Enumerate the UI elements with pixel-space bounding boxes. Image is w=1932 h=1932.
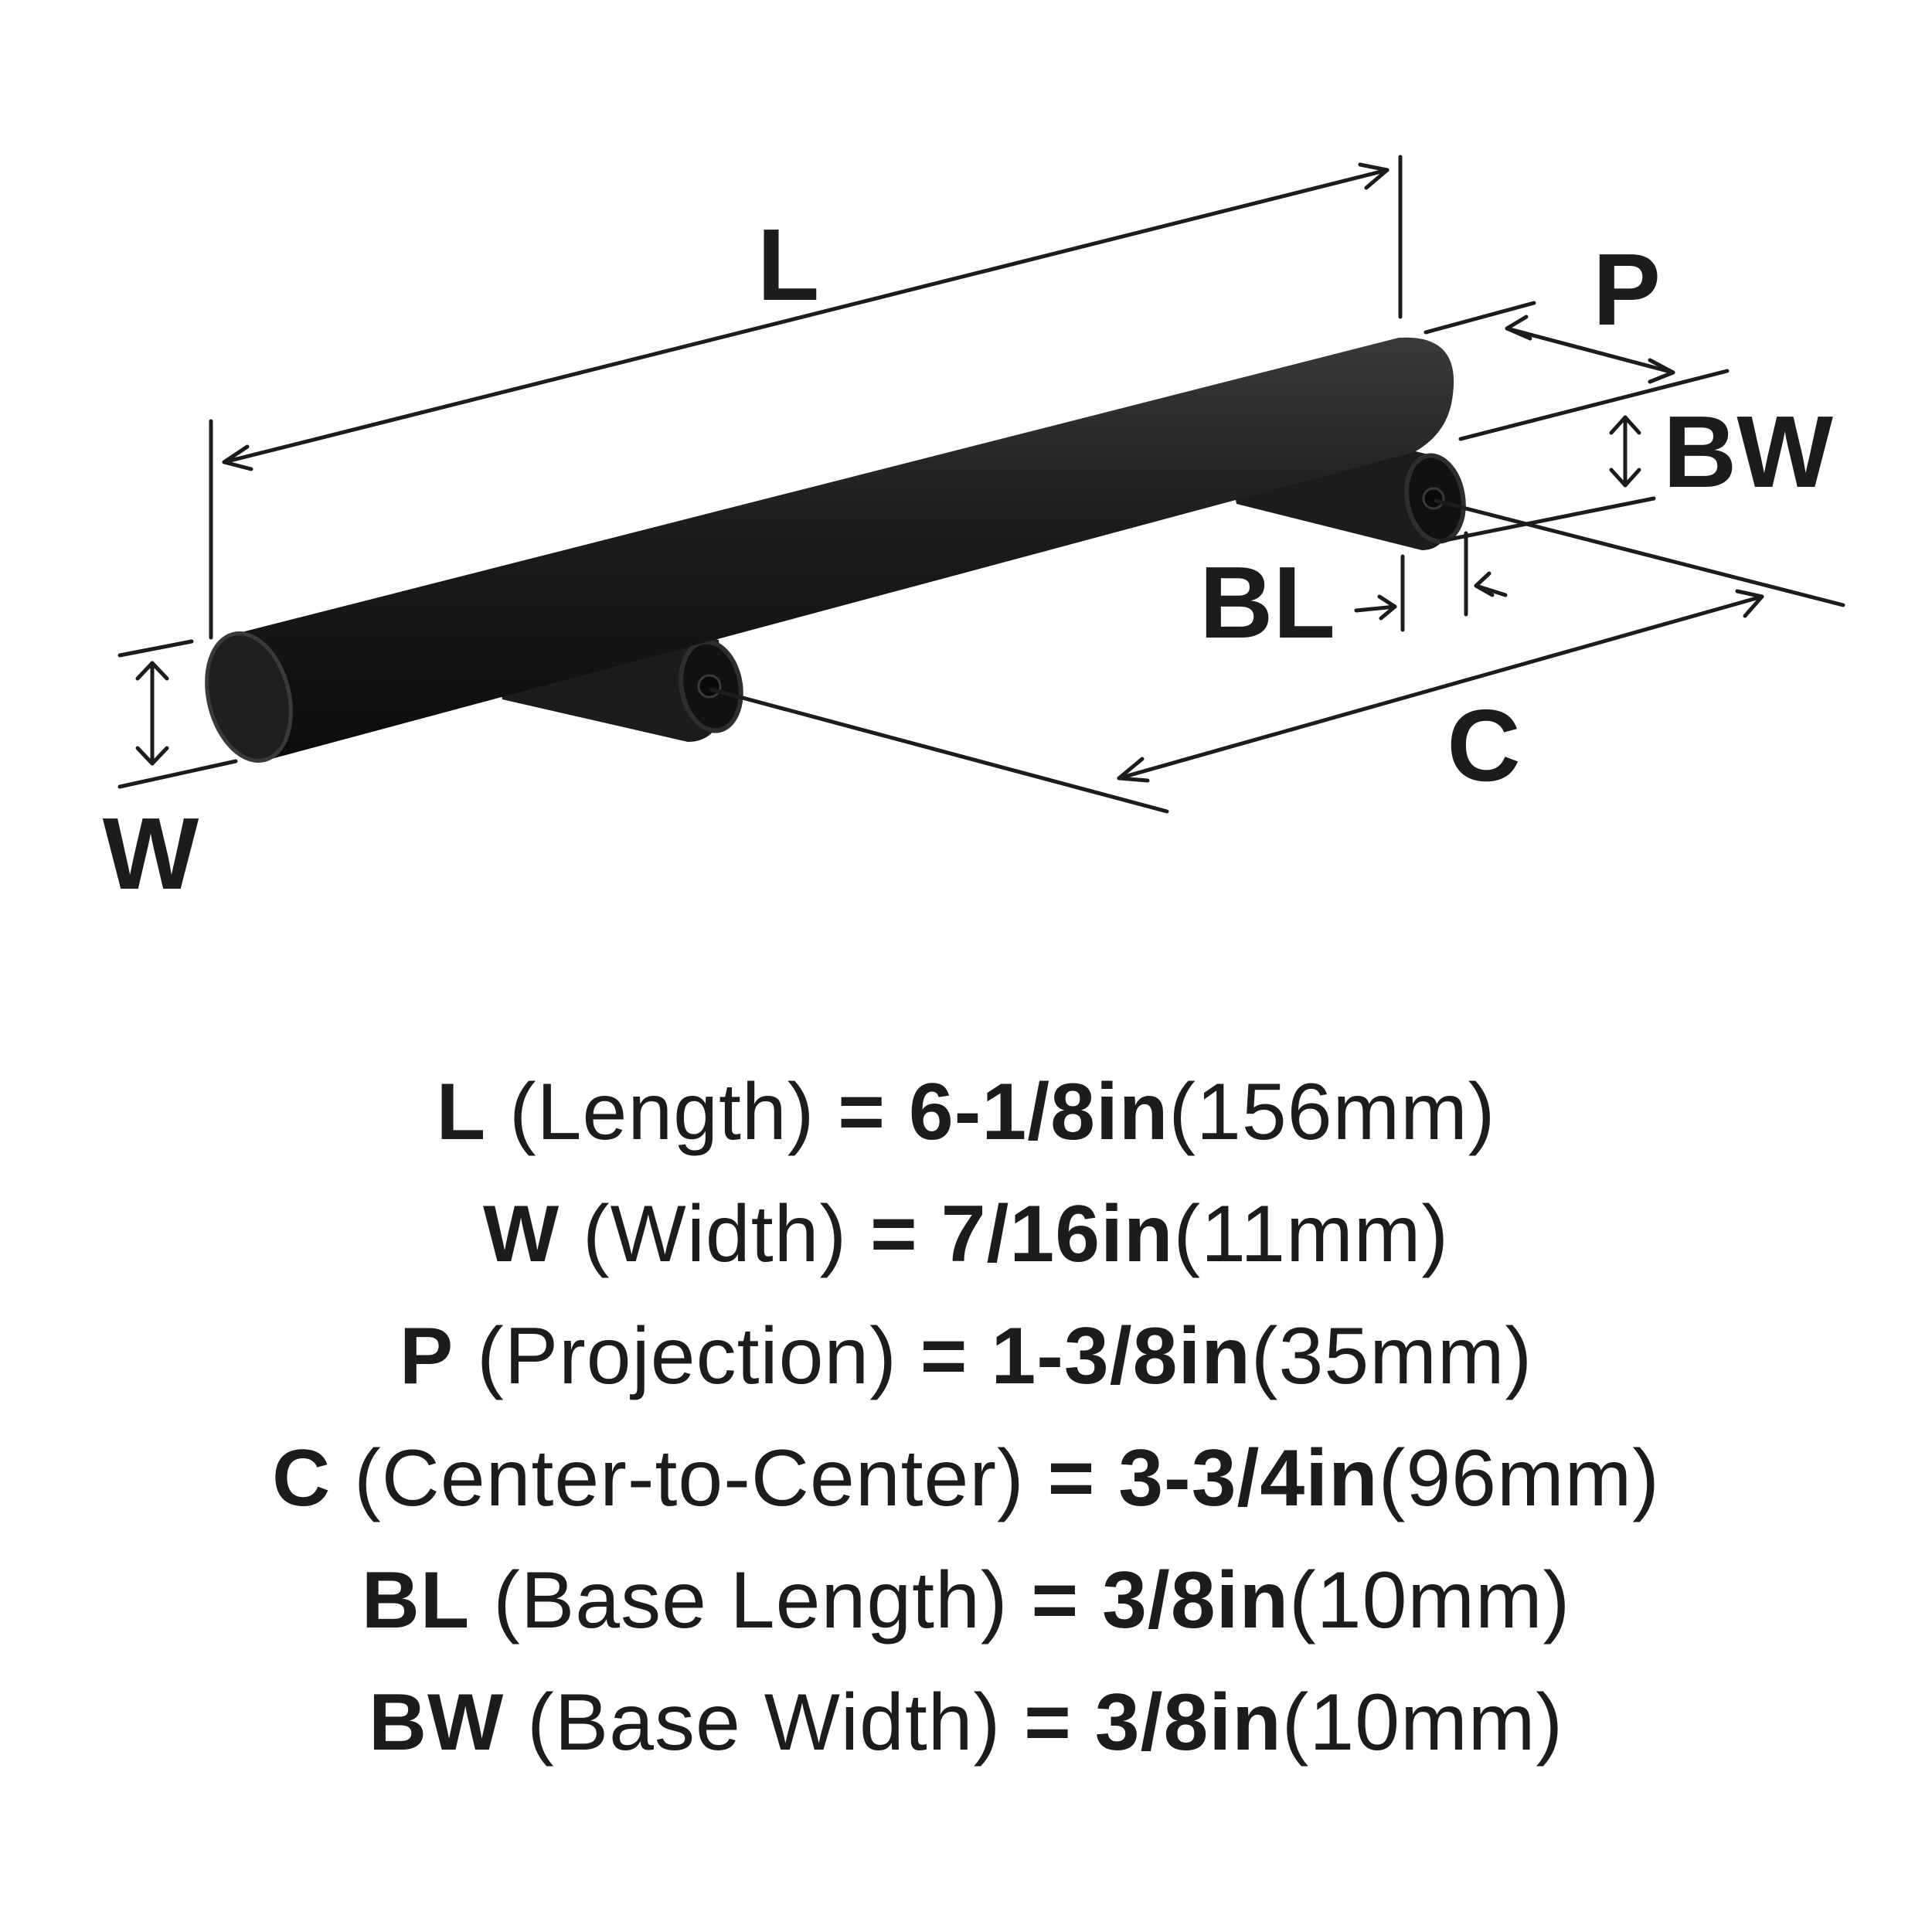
label-base-width: BW [1663,395,1833,509]
spec-equals: = [920,1311,968,1401]
spec-imperial: 3/8in [1094,1678,1282,1767]
spec-desc: (Center-to-Center) [354,1434,1025,1523]
spec-desc: (Width) [583,1189,848,1279]
spec-metric: (10mm) [1289,1556,1571,1645]
spec-length: L (Length) = 6-1/8in(156mm) [0,1051,1932,1173]
spec-metric: (96mm) [1378,1434,1660,1523]
label-projection: P [1593,233,1661,346]
dimension-lines [117,155,1845,814]
spec-metric: (10mm) [1281,1678,1563,1767]
label-length: L [757,208,820,321]
spec-desc: (Base Width) [527,1678,1002,1767]
product-dimension-diagram: L P BW BL C W [103,155,1845,910]
spec-desc: (Projection) [477,1311,897,1401]
spec-metric: (156mm) [1168,1067,1496,1157]
spec-equals: = [1047,1434,1096,1523]
spec-imperial: 3-3/4in [1118,1434,1379,1523]
dimension-spec-list: L (Length) = 6-1/8in(156mm) W (Width) = … [0,1051,1932,1784]
spec-center-to-center: C (Center-to-Center) = 3-3/4in(96mm) [0,1417,1932,1539]
spec-key: BW [369,1678,505,1767]
spec-imperial: 3/8in [1102,1556,1290,1645]
spec-metric: (11mm) [1173,1189,1450,1279]
spec-equals: = [838,1067,886,1157]
spec-key: W [482,1189,560,1279]
bar-pull-handle [205,337,1466,763]
main-bar [236,337,1454,761]
spec-desc: (Length) [509,1067,815,1157]
spec-projection: P (Projection) = 1-3/8in(35mm) [0,1295,1932,1417]
spec-imperial: 1-3/8in [991,1311,1251,1401]
spec-base-width: BW (Base Width) = 3/8in(10mm) [0,1662,1932,1784]
spec-metric: (35mm) [1250,1311,1533,1401]
bar-end-cap [205,631,293,763]
right-screw-hole [1422,487,1445,510]
left-screw-hole [697,674,722,699]
spec-equals: = [1024,1678,1072,1767]
label-width: W [103,797,199,910]
spec-key: BL [361,1556,471,1645]
spec-equals: = [1031,1556,1080,1645]
spec-key: L [436,1067,487,1157]
label-base-length: BL [1199,546,1335,659]
spec-imperial: 7/16in [940,1189,1174,1279]
spec-imperial: 6-1/8in [908,1067,1169,1157]
spec-width: W (Width) = 7/16in(11mm) [0,1173,1932,1295]
spec-key: C [272,1434,332,1523]
spec-desc: (Base Length) [493,1556,1009,1645]
spec-base-length: BL (Base Length) = 3/8in(10mm) [0,1539,1932,1662]
label-center-to-center: C [1447,689,1520,802]
spec-key: P [399,1311,454,1401]
spec-equals: = [870,1189,918,1279]
